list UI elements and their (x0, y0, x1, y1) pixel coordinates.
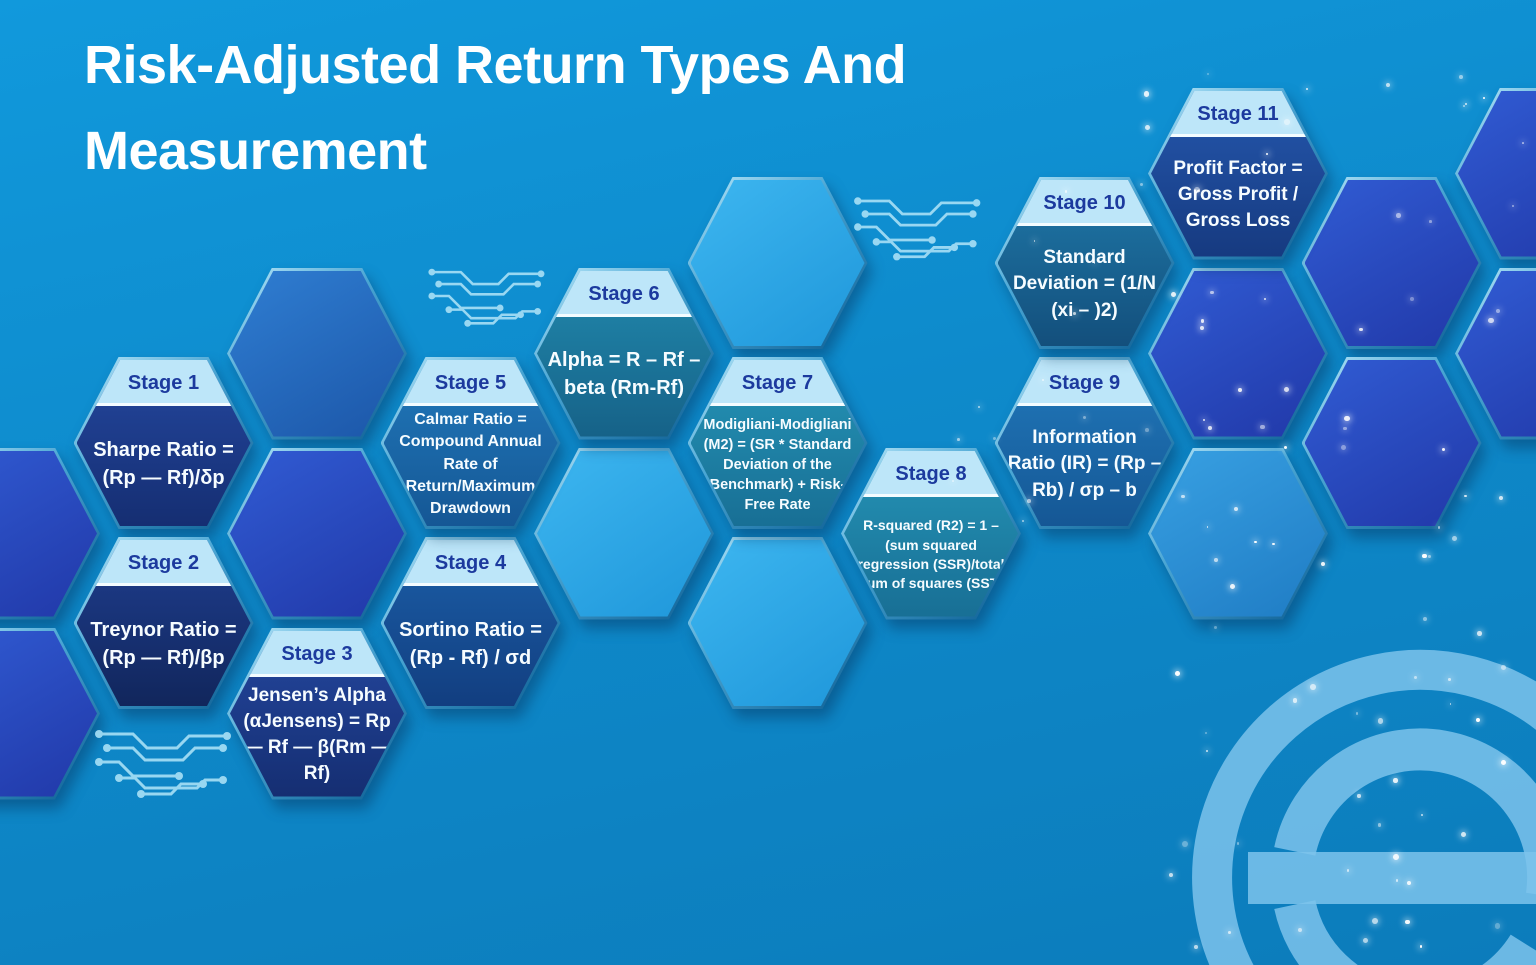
empty-hexagon (1148, 447, 1328, 620)
stage-6-hexagon: Stage 6 Alpha = R – Rf – beta (Rm-Rf) (534, 267, 714, 440)
stage-9-hexagon: Stage 9 Information Ratio (IR) = (Rp – R… (994, 357, 1175, 529)
stage-8-badge: Stage 8 (844, 450, 1018, 497)
stage-2-badge: Stage 2 (76, 540, 251, 587)
empty-hexagon (1148, 267, 1328, 440)
empty-hexagon (227, 267, 407, 440)
empty-hexagon (1301, 177, 1482, 349)
empty-hexagon (687, 537, 868, 709)
empty-hexagon (227, 447, 407, 620)
stage-11-hexagon: Stage 11 Profit Factor = Gross Profit / … (1148, 87, 1328, 260)
stage-10-hexagon: Stage 10 Standard Deviation = (1/N (xi –… (994, 177, 1175, 349)
stage-2-formula: Treynor Ratio = (Rp — Rf)/βp (90, 618, 237, 669)
stage-9-formula: Information Ratio (IR) = (Rp – Rb) / σp … (1007, 427, 1162, 501)
empty-hexagon (1455, 267, 1536, 440)
stage-1-hexagon: Stage 1 Sharpe Ratio = (Rp — Rf)/δp (73, 357, 254, 529)
stage-4-formula: Sortino Ratio = (Rp - Rf) / σd (399, 618, 542, 669)
page-title-line2: Measurement (84, 121, 427, 181)
circuit-icon (852, 195, 982, 262)
empty-hexagon (687, 177, 868, 349)
stage-10-badge: Stage 10 (997, 180, 1172, 227)
stage-10-formula: Standard Deviation = (1/N (xi – )2) (1012, 247, 1157, 321)
brand-logo-s-icon (1192, 649, 1536, 965)
empty-hexagon (0, 447, 100, 620)
empty-hexagon (0, 627, 100, 800)
circuit-icon (427, 267, 546, 329)
empty-hexagon (534, 447, 714, 620)
stage-8-hexagon: Stage 8 R-squared (R2) = 1 – (sum square… (841, 447, 1021, 620)
stage-5-hexagon: Stage 5 Calmar Ratio = Compound Annual R… (380, 357, 561, 529)
stage-11-formula: Profit Factor = Gross Profit / Gross Los… (1173, 157, 1303, 232)
stage-4-hexagon: Stage 4 Sortino Ratio = (Rp - Rf) / σd (380, 537, 561, 709)
stage-7-hexagon: Stage 7 Modigliani-Modigliani (M2) = (SR… (687, 357, 868, 529)
circuit-icon (93, 728, 233, 800)
stage-3-badge: Stage 3 (230, 630, 404, 677)
empty-hexagon (1455, 87, 1536, 260)
stage-1-badge: Stage 1 (76, 360, 251, 407)
stage-4-badge: Stage 4 (383, 540, 558, 587)
stage-2-hexagon: Stage 2 Treynor Ratio = (Rp — Rf)/βp (73, 537, 254, 709)
stage-3-hexagon: Stage 3 Jensen’s Alpha (αJensens) = Rp —… (227, 627, 407, 800)
stage-8-formula: R-squared (R2) = 1 – (sum squared regres… (857, 517, 1005, 592)
page-title-line1: Risk-Adjusted Return Types And (84, 35, 907, 95)
page-title: Risk-Adjusted Return Types And Measureme… (84, 22, 907, 194)
stage-11-badge: Stage 11 (1151, 90, 1325, 137)
stage-5-badge: Stage 5 (383, 360, 558, 407)
stage-1-formula: Sharpe Ratio = (Rp — Rf)/δp (93, 438, 234, 489)
stage-7-badge: Stage 7 (690, 360, 865, 407)
stage-6-badge: Stage 6 (537, 270, 711, 317)
stage-3-formula: Jensen’s Alpha (αJensens) = Rp — Rf — β(… (243, 684, 391, 785)
stage-6-formula: Alpha = R – Rf – beta (Rm-Rf) (547, 349, 701, 400)
empty-hexagon (1301, 357, 1482, 529)
stage-9-badge: Stage 9 (997, 360, 1172, 407)
stage-7-formula: Modigliani-Modigliani (M2) = (SR * Stand… (703, 416, 852, 513)
stage-5-formula: Calmar Ratio = Compound Annual Rate of R… (399, 411, 542, 517)
